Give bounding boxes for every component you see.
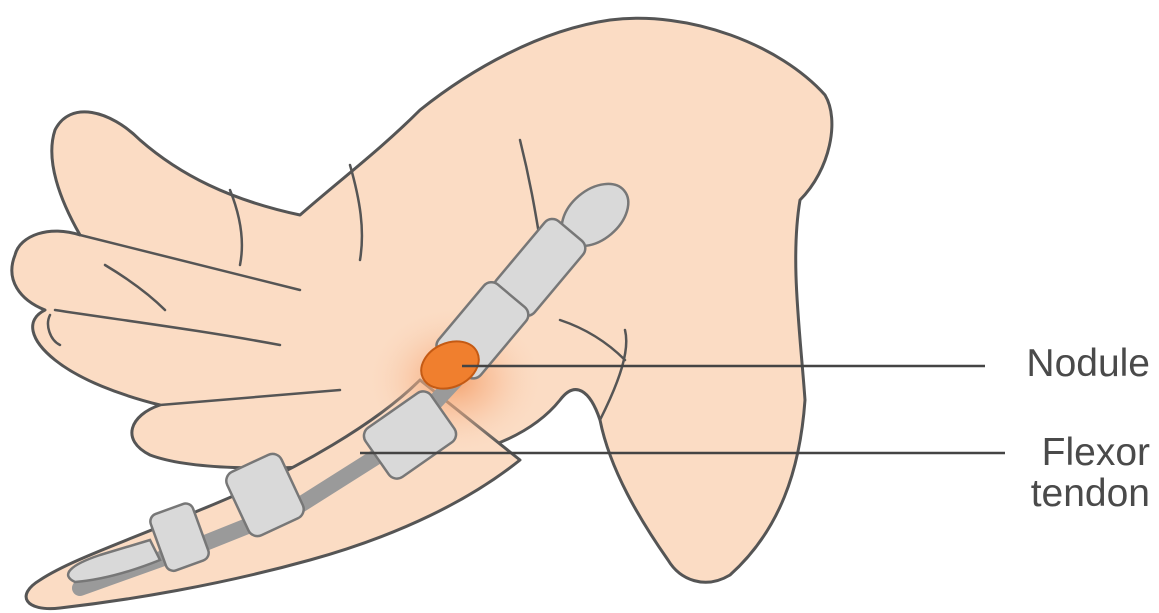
flexor-tendon-label-line2: tendon [990,473,1150,514]
nodule-label: Nodule [990,343,1150,384]
flexor-tendon-label-line1: Flexor [990,432,1150,473]
flexor-tendon-label: Flexor tendon [990,432,1150,514]
